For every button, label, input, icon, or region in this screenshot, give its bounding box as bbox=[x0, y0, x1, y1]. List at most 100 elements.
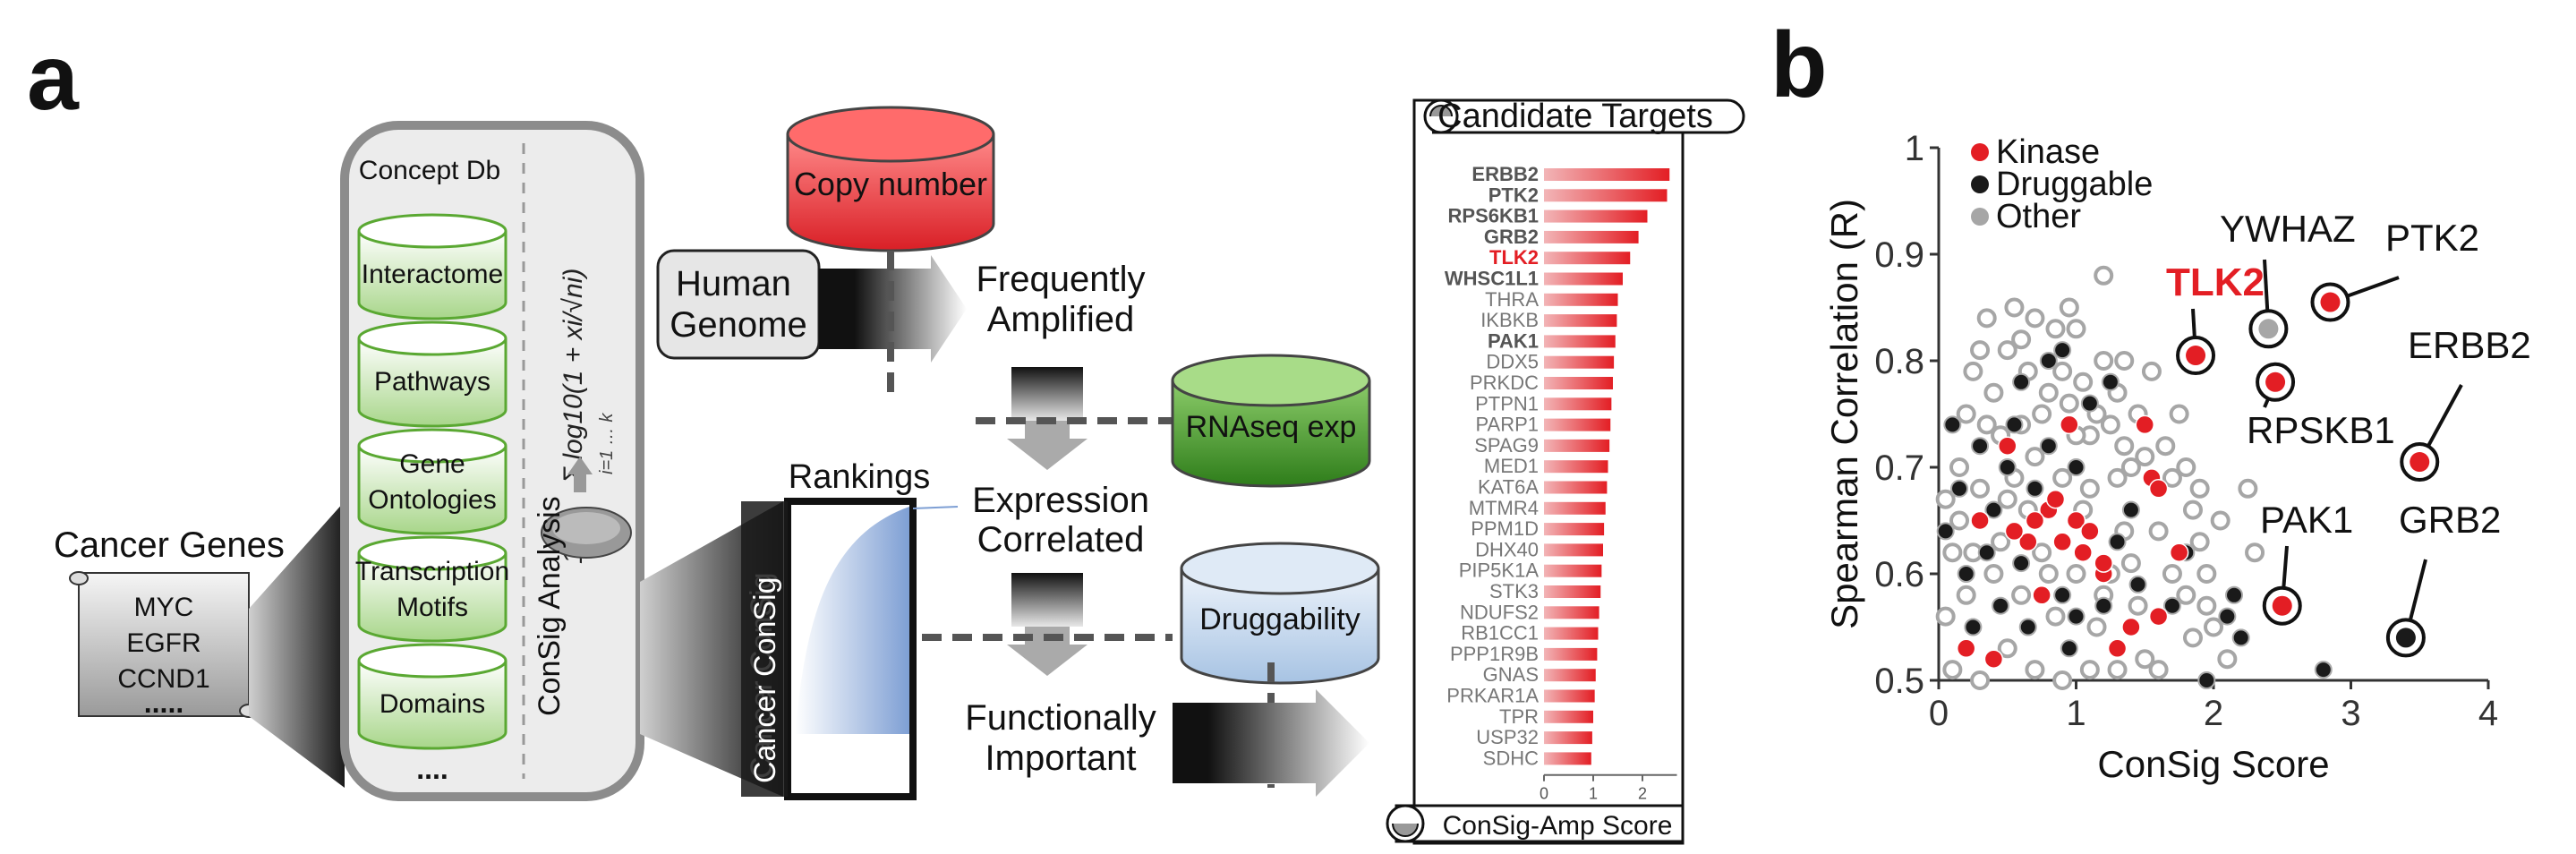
other-point bbox=[2217, 649, 2238, 670]
human-genome-word-2: Genome bbox=[670, 305, 806, 345]
other-point bbox=[2086, 617, 2107, 637]
kinase-point bbox=[1998, 436, 2017, 456]
cancer-genes-ellipsis: ..... bbox=[144, 687, 183, 719]
target-gene-label: DDX5 bbox=[1486, 351, 1539, 373]
kinase-point bbox=[2052, 532, 2072, 552]
target-gene-label: THRA bbox=[1485, 288, 1539, 311]
other-point bbox=[2176, 457, 2196, 477]
kinase-point bbox=[2004, 521, 2025, 542]
other-point bbox=[1997, 489, 2017, 509]
other-point bbox=[2038, 382, 2059, 403]
kinase-point bbox=[2018, 532, 2038, 552]
other-point bbox=[2148, 521, 2169, 542]
target-bar bbox=[1544, 293, 1618, 306]
target-gene-label: TPR bbox=[1499, 705, 1539, 728]
druggable-point bbox=[2121, 500, 2140, 519]
y-axis-label: Spearman Correlation (R) bbox=[1823, 199, 1865, 629]
druggable-point bbox=[2039, 352, 2058, 370]
x-tick-label: 1 bbox=[2066, 694, 2086, 733]
other-point bbox=[2025, 308, 2045, 329]
druggable-point bbox=[2018, 618, 2037, 636]
step-expression-correlated-2: Correlated bbox=[977, 520, 1145, 559]
svg-text:Σ log10(1 + xi/√ni): Σ log10(1 + xi/√ni) bbox=[559, 269, 588, 484]
y-tick-label: 0.7 bbox=[1874, 448, 1924, 488]
other-point bbox=[2162, 564, 2182, 584]
kinase-point bbox=[2107, 638, 2128, 659]
y-tick-label: 0.8 bbox=[1874, 342, 1924, 381]
other-point bbox=[2011, 585, 2032, 605]
panel-b-label: b bbox=[1770, 13, 1828, 117]
target-gene-label: RPS6KB1 bbox=[1448, 205, 1539, 227]
other-point bbox=[2045, 606, 2066, 627]
candidate-targets-chart: ERBB2PTK2RPS6KB1GRB2TLK2WHSC1L1THRAIKBKB… bbox=[1445, 163, 1677, 803]
other-point bbox=[2238, 478, 2258, 499]
other-point bbox=[2079, 660, 2100, 680]
other-point bbox=[2189, 532, 2210, 552]
human-genome-label: Human Genome bbox=[670, 264, 806, 345]
target-gene-label: IKBKB bbox=[1480, 309, 1539, 331]
other-point bbox=[2135, 447, 2155, 467]
up-arrow-icon bbox=[567, 457, 593, 492]
point-label: GRB2 bbox=[2399, 499, 2501, 541]
concept-db-item-label: Motifs bbox=[397, 593, 468, 622]
network-icon bbox=[541, 507, 632, 559]
druggable-point bbox=[2225, 585, 2244, 604]
druggable-point bbox=[2067, 458, 2086, 476]
human-genome-word-1: Human bbox=[676, 264, 791, 303]
panel-a-label: a bbox=[27, 26, 80, 130]
target-bar bbox=[1544, 564, 1602, 577]
other-point bbox=[2120, 457, 2141, 477]
target-x-tick: 2 bbox=[1638, 785, 1647, 803]
target-gene-label: SPAG9 bbox=[1474, 434, 1539, 457]
copy-number-label: Copy number bbox=[794, 166, 987, 202]
druggable-point bbox=[1984, 500, 2003, 519]
step-expression-correlated-1: Expression bbox=[972, 481, 1149, 520]
cancer-genes-title: Cancer Genes bbox=[54, 525, 285, 565]
other-point bbox=[1949, 457, 1970, 477]
druggability-label: Druggability bbox=[1199, 602, 1361, 636]
y-tick-label: 0.6 bbox=[1874, 555, 1924, 594]
other-point bbox=[1997, 638, 2017, 659]
legend-marker bbox=[1971, 175, 1989, 193]
druggable-point bbox=[2108, 533, 2127, 551]
concept-db-item-4: Domains bbox=[357, 643, 508, 750]
druggable-point bbox=[1977, 543, 1996, 562]
druggable-point bbox=[2197, 671, 2216, 689]
other-point bbox=[1949, 510, 1970, 531]
concept-db-item-label: Ontologies bbox=[368, 485, 496, 515]
cancer-gene-1: EGFR bbox=[126, 628, 200, 658]
target-bar bbox=[1544, 585, 1601, 598]
other-point bbox=[2245, 542, 2265, 563]
target-gene-label: RB1CC1 bbox=[1461, 622, 1539, 645]
target-bar bbox=[1544, 606, 1599, 619]
highlight-point bbox=[2186, 346, 2206, 366]
other-point bbox=[2045, 319, 2066, 339]
target-bar bbox=[1544, 627, 1599, 640]
highlight-point bbox=[2258, 319, 2279, 339]
other-point bbox=[2094, 265, 2114, 286]
other-point bbox=[1935, 606, 1956, 627]
other-point bbox=[1956, 404, 1976, 424]
target-bar bbox=[1544, 209, 1648, 223]
step-functionally-important-1: Functionally bbox=[965, 698, 1156, 738]
target-bar bbox=[1544, 543, 1603, 557]
other-point bbox=[2025, 447, 2045, 467]
other-point bbox=[2107, 660, 2128, 680]
target-bar bbox=[1544, 168, 1670, 181]
other-point bbox=[2189, 478, 2210, 499]
target-bar bbox=[1544, 189, 1668, 202]
concept-db-item-label: Domains bbox=[380, 689, 485, 719]
other-point bbox=[2052, 361, 2073, 381]
cancer-gene-2: CCND1 bbox=[117, 664, 209, 694]
target-gene-label: USP32 bbox=[1476, 726, 1539, 748]
other-point bbox=[2182, 628, 2203, 648]
target-bar bbox=[1544, 335, 1616, 348]
target-gene-label: GNAS bbox=[1483, 663, 1539, 686]
legend-marker bbox=[1971, 143, 1989, 161]
step-frequently-amplified-1: Frequently bbox=[977, 260, 1146, 299]
druggable-point bbox=[2128, 575, 2147, 594]
target-bar bbox=[1544, 355, 1615, 369]
other-point bbox=[2038, 564, 2059, 584]
druggable-point bbox=[2314, 661, 2333, 679]
